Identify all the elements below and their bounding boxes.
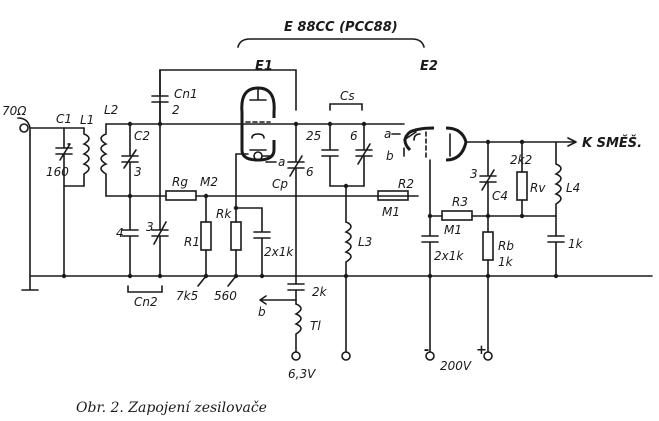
e2-pin-b: b: [386, 149, 394, 163]
rb-label: Rb: [498, 239, 514, 253]
cs-25-value: 25: [306, 129, 321, 143]
c1-capacitor: [55, 127, 73, 187]
rk-label: Rk: [216, 207, 232, 221]
cn1-capacitor: [151, 69, 169, 125]
cs-label: Cs: [340, 89, 355, 103]
rv-value: 2k2: [510, 153, 532, 167]
r3-resistor: [441, 210, 473, 221]
r2-value: M1: [382, 205, 400, 219]
c2-label: C2: [134, 129, 150, 143]
cs-6-value: 6: [350, 129, 358, 143]
rb-resistor: [482, 231, 494, 261]
l1-label: L1: [80, 113, 94, 127]
l2-coil: [100, 123, 108, 197]
supply-minus: -: [424, 343, 429, 358]
heater-b-label: b: [258, 305, 266, 319]
rg-label: Rg: [172, 175, 188, 189]
c1-label: C1: [56, 112, 72, 126]
figure-caption: Obr. 2. Zapojení zesilovače: [76, 400, 267, 416]
title-bracket: [237, 38, 425, 48]
c4-value: 3: [470, 167, 478, 181]
l3-coil: [344, 221, 352, 353]
cs-6-capacitor: [355, 123, 373, 187]
rg-resistor: [165, 190, 197, 201]
tube-label-e2: E2: [420, 59, 438, 74]
r1-resistor: [200, 221, 212, 251]
l3-terminal: [341, 351, 351, 361]
cn1-top-wire: [159, 69, 297, 125]
input-connector: [17, 117, 65, 136]
minus-terminal: [425, 351, 435, 361]
e2-grid-wire: [429, 159, 443, 217]
output-label: K SMĚŠ.: [582, 135, 642, 151]
cn1-value: 2: [172, 103, 180, 117]
r3-label: R3: [452, 195, 468, 209]
input-jack: [19, 123, 29, 133]
input-impedance-label: 70Ω: [2, 104, 27, 118]
c-left-3: 3: [146, 220, 154, 234]
tl-label: Tl: [310, 319, 321, 333]
rk-resistor: [230, 221, 242, 251]
tube-label-e1: E1: [255, 59, 273, 74]
c1-wire: [63, 127, 85, 277]
r3-value: M1: [444, 223, 462, 237]
r2-label: R2: [398, 177, 414, 191]
ck-value: 2x1k: [264, 245, 294, 259]
tl-coil: [294, 303, 302, 353]
rk-top-wire: [235, 207, 271, 277]
cp-value: 6: [306, 165, 314, 179]
rk-value: 560: [214, 289, 237, 303]
r2-resistor: [377, 190, 409, 201]
heater-cap: [287, 283, 305, 305]
c2-capacitor: [121, 123, 139, 197]
cs-bracket: [329, 103, 363, 111]
cn1-label: Cn1: [174, 87, 198, 101]
heater-b-arrow: [259, 295, 297, 305]
plus-terminal: [483, 351, 493, 361]
c4-capacitor: [479, 141, 497, 217]
cp-label: Cp: [272, 177, 288, 191]
c2-value: 3: [134, 165, 142, 179]
c4-label: C4: [492, 189, 508, 203]
heater-terminal: [291, 351, 301, 361]
cs-25-capacitor: [321, 123, 339, 187]
c-left-4: 4: [116, 226, 124, 240]
cn2-label: Cn2: [134, 295, 158, 309]
cs-bottom-wire: [329, 185, 365, 223]
heater-voltage: 6,3V: [288, 367, 316, 381]
c-right-capacitor: [547, 235, 565, 277]
cn2-bracket: [127, 285, 163, 293]
cp-capacitor: [287, 123, 305, 285]
supply-plus: +: [476, 343, 487, 358]
l1-coil: [82, 127, 90, 187]
cn2-left-wire: [121, 195, 139, 277]
heater-cap-value: 2k: [312, 285, 328, 299]
c-right-value: 1k: [568, 237, 584, 251]
rg-value: M2: [200, 175, 218, 189]
l4-coil: [554, 141, 562, 237]
junction-dots: [61, 121, 559, 279]
c-mid-value: 2x1k: [434, 249, 464, 263]
supply-anode: 200V: [440, 359, 472, 373]
e2-pin-a: a: [384, 127, 391, 141]
l4-label: L4: [566, 181, 580, 195]
ground-stub: [21, 134, 39, 291]
l3-label: L3: [358, 235, 372, 249]
rv-label: Rv: [530, 181, 546, 195]
tube-e2: [403, 126, 468, 162]
c-mid-capacitor: [421, 215, 439, 353]
c1-value: 160: [46, 165, 69, 179]
diagram-title: E 88CC (PCC88): [284, 20, 398, 35]
rv-resistor: [516, 171, 528, 201]
cn2-trim-wire: [151, 123, 169, 277]
rb-value: 1k: [498, 255, 514, 269]
l2-label: L2: [104, 103, 118, 117]
r1-value: 7k5: [176, 289, 198, 303]
r1-label: R1: [184, 235, 200, 249]
e1-pin-a: a: [278, 155, 285, 169]
